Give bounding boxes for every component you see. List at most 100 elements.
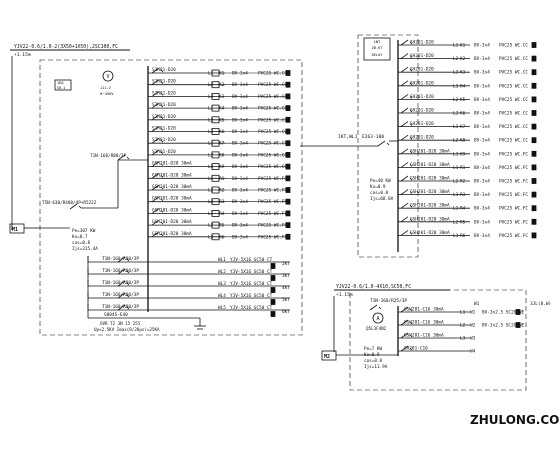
rt-circuit-12-breaker-label: GSH201-D20 30mA [410,203,450,209]
rb-circuit-2-id: W3 [470,336,476,342]
rt-circuit-7-conduit: PVC25 WC.CC [499,138,528,144]
left-circuit-0-kid: K1 [219,71,225,77]
left-circuit-11-breaker-label: GSH201-D20 30mA [152,196,192,202]
breaker-mark [160,69,164,73]
left-circuit-11-terminal [285,198,291,205]
left-circuit-4-terminal [285,116,291,123]
right-top-load-1: Kx=0.9 [370,184,386,190]
breaker-mark [409,123,413,126]
left-circuit-5-conduit: PVC25 WC.CC [258,129,287,135]
incoming-breaker-symbol [69,203,78,210]
feeder-2-breaker [117,280,126,287]
breaker-mark [126,156,130,160]
rt-circuit-14-breaker-label: GSH201-D20 30mA [410,230,450,236]
rt-circuit-5-breaker-label: SH201-D20 [410,108,434,114]
left-circuit-5-terminal [285,128,291,135]
breaker-mark [78,205,82,209]
rb-header-cable: YJV22-0.6/1.0-4X10,SC50,FC [336,284,411,290]
rt-circuit-13-cable: BV-3x4 [474,219,490,225]
feeder-1-cable: YJV-5X16 SC50 CT [230,269,273,275]
rt-circuit-14-cable: BV-3x4 [474,233,490,239]
breaker-mark [160,186,164,190]
rt-circuit-13-terminal [531,218,537,225]
left-circuit-4-breaker-label: S2H01-D20 [152,114,176,120]
left-circuit-12-line-box [211,209,220,217]
left-circuit-13-terminal [285,222,291,229]
rt-circuit-11-cable: BV-3x4 [474,192,490,198]
rt-circuit-11-breaker [400,189,409,195]
left-circuit-3-line: L1 [208,106,214,112]
rb-circuit-3-breaker [400,345,409,352]
rt-circuit-2-terminal [531,69,537,76]
breaker-mark [126,306,130,310]
rt-circuit-10-breaker-label: GSH201-D20 30mA [410,176,450,182]
left-circuit-10-line-box [211,186,220,194]
rt-circuit-2-line: L3 [453,70,459,76]
rb-ammeter [372,312,384,324]
left-circuit-0-conduit: PVC25 WC.CC [258,71,287,77]
feeder-3-dest: 5KT [282,297,290,303]
rb-circuit-0-breaker-label: GSH201-C16 30mA [404,307,444,313]
feeder-0-terminal [270,263,276,269]
rt-circuit-10-terminal [531,178,537,184]
rt-circuit-9-conduit: PVC25 WC.FC [499,165,528,171]
rb-main-breaker-symbol [369,304,378,311]
left-circuit-8-line-box [211,163,220,171]
feeder-3-terminal [270,299,276,305]
left-circuit-12-terminal [285,210,291,217]
rt-circuit-4-terminal [531,96,537,103]
rt-circuit-1-conduit: PVC25 WC.CC [499,56,528,62]
feeder-4-dest: 6KT [282,309,290,315]
rt-circuit-11-conduit: PVC25 WC.FC [499,192,528,198]
left-circuit-6-line: L1 [208,141,214,147]
rt-circuit-6-line: L1 [453,124,459,130]
rt-circuit-6-cable: BV-3x4 [474,124,490,130]
left-circuit-2-terminal [285,93,291,100]
rt-circuit-10-cable: BV-3x4 [474,179,490,185]
rt-circuit-9-breaker [400,162,409,168]
left-circuit-0-line-box [211,69,220,77]
rb-circuit-2-breaker-label: GSH201-C16 30mA [404,333,444,339]
rt-circuit-3-breaker [400,80,409,87]
left-circuit-5-line-box [211,128,220,135]
feeder-1-breaker [117,268,126,275]
rb-incoming-tag-box [321,350,337,361]
right-top-box-sub: ZB-KT [372,46,384,50]
left-circuit-1-breaker-label: S2H01-D20 [152,79,176,85]
left-circuit-10-line: L2 [208,188,214,194]
rt-circuit-2-breaker-label: SH201-D20 [410,67,434,73]
small-box-sub: SB.1 [57,86,65,90]
left-circuit-1-breaker [151,79,160,86]
rt-circuit-7-breaker-label: SH201-D20 [410,135,434,141]
left-circuit-14-conduit: PVC25 WC.FC [258,234,287,240]
left-header-cable: YJV22-0.6/1.0-2(3X50+1X50),2SC100,FC [14,44,118,50]
breaker-mark [409,232,413,235]
left-circuit-12-kid: R4 [219,211,225,217]
left-circuit-6-line-box [211,139,220,147]
feeder-4-breaker-label: T1N-160/R80/3P [102,304,139,310]
rt-circuit-2-conduit: PVC25 WC.CC [499,70,528,76]
left-circuit-11-conduit: PVC25 WC.FC [258,199,287,205]
left-circuit-11-line-box [211,198,220,206]
left-circuit-0-terminal [285,70,291,76]
feeder-4-terminal [270,311,276,317]
rb-circuit-2-breaker [400,332,409,339]
incoming-breaker-label: T5N-630/R400/4P+R5222 [42,200,97,206]
rt-circuit-2-cable: BV-3x4 [474,70,490,76]
rt-circuit-3-terminal [531,82,537,89]
left-circuit-4-breaker [151,114,160,121]
rt-circuit-8-terminal [531,150,537,157]
left-circuit-10-cable: BV-3x4 [232,188,248,194]
feeder-2-dest: 4KT [282,285,290,291]
rt-circuit-12-conduit: PVC25 WC.FC [499,206,528,212]
rb-circuit-0-cable: BV-3x2.5 SC20 WE [482,310,525,316]
breaker-mark [386,142,390,146]
feeder-2-id: WL3 [218,281,226,287]
rb-header-right: 3JL(8.W) [530,301,551,307]
breaker-mark [160,198,164,201]
left-circuit-12-line: L1 [208,211,214,217]
breaker-mark [160,210,164,213]
rb-load-2: cos=0.8 [364,358,383,364]
rt-circuit-5-conduit: PVC25 WC.CC [499,111,528,117]
